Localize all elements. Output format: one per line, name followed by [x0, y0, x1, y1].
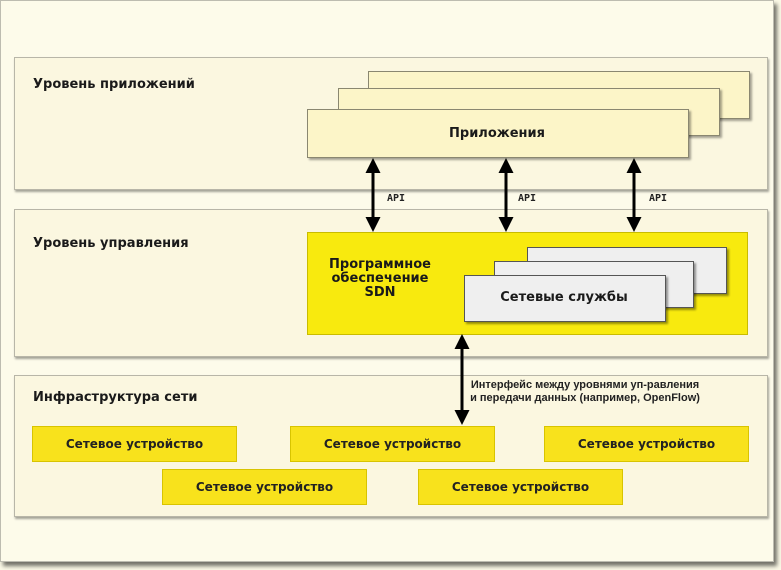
- infrastructure-layer-title: Инфраструктура сети: [33, 390, 198, 405]
- network-device-4: Сетевое устройство: [162, 469, 367, 505]
- southbound-interface-label: Интерфейс между уровнями уп-равления и п…: [470, 379, 700, 404]
- api-label-3: API: [649, 193, 668, 204]
- network-device-2: Сетевое устройство: [290, 426, 495, 462]
- applications-label: Приложения: [449, 126, 545, 141]
- network-device-5: Сетевое устройство: [418, 469, 623, 505]
- control-layer-title: Уровень управления: [33, 236, 189, 251]
- api-label-2: API: [518, 193, 537, 204]
- network-services-box: [464, 275, 666, 322]
- network-services-label: Сетевые службы: [500, 290, 628, 305]
- applications-box: [307, 109, 689, 158]
- sdn-software-label: Программное обеспечение SDN: [329, 257, 431, 300]
- application-layer-title: Уровень приложений: [33, 77, 195, 92]
- network-device-3: Сетевое устройство: [544, 426, 749, 462]
- network-device-1: Сетевое устройство: [32, 426, 237, 462]
- api-label-1: API: [387, 193, 406, 204]
